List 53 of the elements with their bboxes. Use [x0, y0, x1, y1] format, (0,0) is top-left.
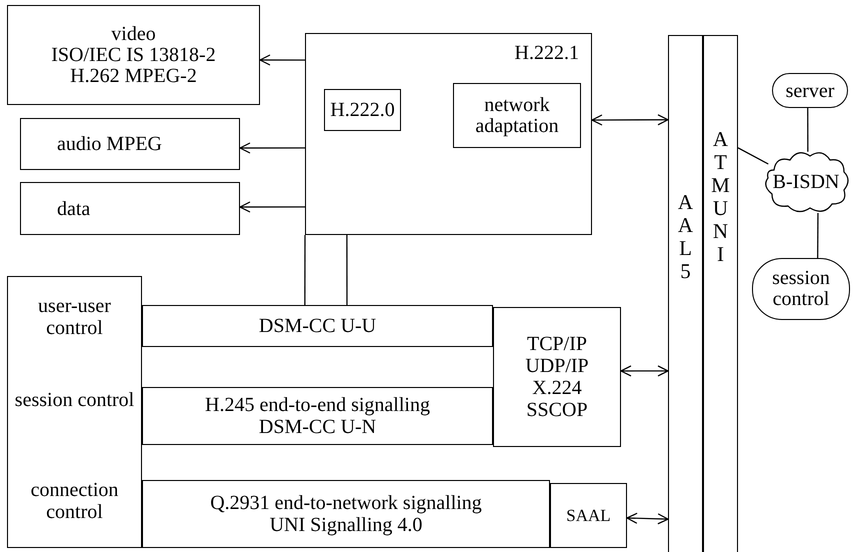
box-label: network adaptation: [474, 94, 560, 136]
layer-column: [703, 35, 738, 552]
connector-line: [591, 114, 669, 126]
connector-line: [807, 108, 808, 152]
box-label: H.245 end-to-end signalling: [205, 394, 430, 416]
control-column: [7, 276, 142, 548]
connector-line: [239, 142, 305, 154]
box-label: data: [57, 196, 90, 222]
row-label: user-user control: [37, 295, 112, 339]
terminal-shape: [752, 258, 850, 320]
connector-line: [346, 235, 348, 305]
box-label: UNI Signalling 4.0: [270, 514, 422, 536]
module-box: [305, 33, 592, 235]
protocol-box: [142, 387, 493, 445]
box-label: Q.2931 end-to-network signalling: [210, 492, 482, 514]
terminal-shape: [772, 73, 848, 108]
process-box: [324, 89, 401, 131]
connector-line: [259, 54, 305, 66]
protocol-box: [142, 305, 493, 347]
connector-line: [626, 512, 669, 524]
box-label: DSM-CC U-U: [258, 314, 376, 339]
box-label: session control: [771, 268, 831, 310]
box-label: X.224: [532, 377, 582, 399]
process-box: [7, 5, 260, 105]
process-box: [20, 118, 240, 170]
layer-column: [668, 35, 703, 552]
box-label: SAAL: [566, 504, 611, 527]
connector-line: [738, 147, 769, 165]
process-box: [453, 83, 581, 148]
row-label: session control: [14, 389, 136, 411]
box-label: H.222.0: [330, 98, 395, 123]
box-label: ISO/IEC IS 13818-2: [51, 44, 216, 66]
box-label: UDP/IP: [525, 355, 589, 377]
row-label: connection control: [30, 479, 120, 523]
protocol-box: [550, 483, 627, 548]
box-label: DSM-CC U-N: [258, 416, 376, 438]
connector-line: [304, 235, 306, 305]
connector-line: [620, 365, 669, 377]
box-label: H.222.1: [514, 41, 579, 66]
connector-line: [817, 212, 819, 258]
connector-line: [239, 201, 305, 213]
box-label: TCP/IP: [526, 333, 588, 355]
box-label: B-ISDN: [772, 170, 840, 195]
layer-label: ATM UNI: [710, 128, 731, 267]
process-box: [20, 182, 240, 235]
box-label: SSCOP: [526, 399, 588, 421]
box-label: audio MPEG: [57, 132, 162, 157]
box-label: video: [111, 24, 156, 44]
protocol-box: [142, 480, 550, 548]
layer-label: AAL5: [676, 191, 694, 284]
box-label: H.262 MPEG-2: [70, 66, 197, 86]
box-label: server: [786, 78, 834, 104]
protocol-box: [493, 307, 621, 447]
